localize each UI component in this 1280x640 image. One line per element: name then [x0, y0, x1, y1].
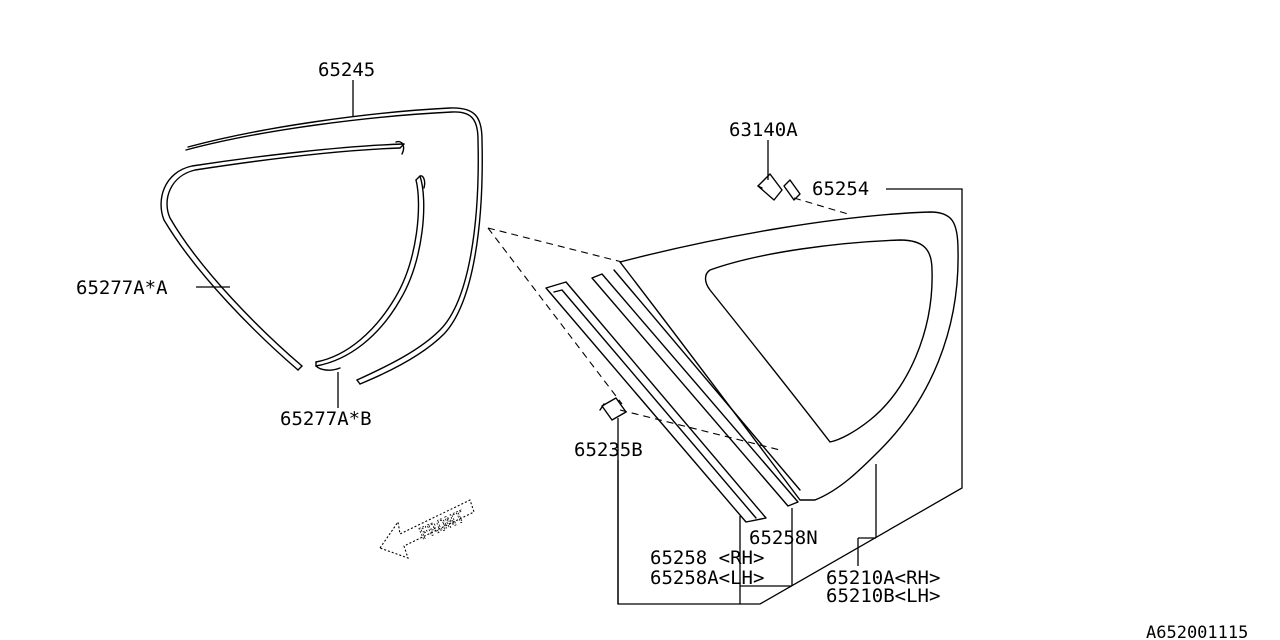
molding-65258 — [545, 281, 767, 523]
label-65210b-lh: 65210B<LH> — [826, 585, 940, 607]
label-65277a-b: 65277A*B — [280, 408, 372, 430]
quarter-glass-65210 — [619, 211, 959, 501]
label-65258a-lh: 65258A<LH> — [650, 567, 764, 589]
weatherstrip-65277a-b — [315, 175, 426, 371]
label-65235b: 65235B — [574, 439, 643, 461]
molding-65258n — [591, 269, 801, 507]
label-front: FRONT — [416, 507, 468, 544]
label-65210a-rh: 65210A<RH> — [826, 567, 940, 589]
molding-65245 — [185, 107, 483, 385]
label-65258n: 65258N — [749, 527, 818, 549]
leader-frame-right — [617, 188, 963, 605]
label-65258-rh: 65258 <RH> — [650, 547, 764, 569]
label-65245: 65245 — [318, 59, 375, 81]
clip-63140a — [757, 173, 783, 201]
label-65254: 65254 — [812, 178, 869, 200]
label-63140a: 63140A — [729, 119, 798, 141]
pad-65254 — [783, 179, 801, 201]
drawing-id: A652001115 — [1146, 623, 1248, 640]
weatherstrip-65277a-a — [160, 140, 405, 371]
front-arrow-icon — [379, 499, 475, 559]
label-65277a-a: 65277A*A — [76, 277, 168, 299]
clip-65235b — [599, 397, 627, 421]
projection-lines — [487, 197, 849, 451]
